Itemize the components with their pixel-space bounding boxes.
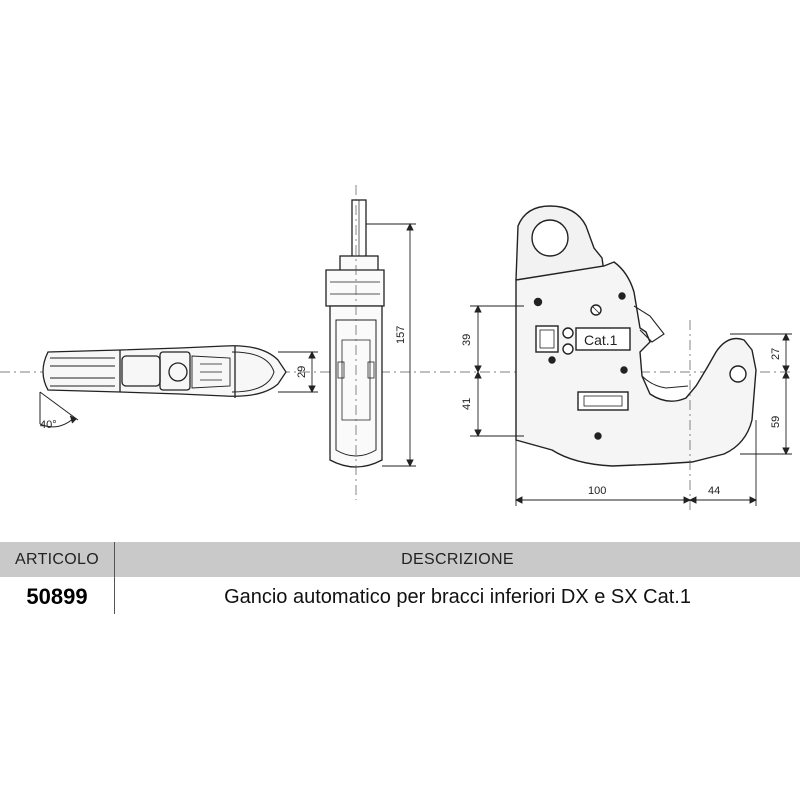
dim-59-label: 59 bbox=[770, 416, 782, 428]
dimension-100-44 bbox=[514, 420, 758, 506]
dimension-157 bbox=[366, 222, 416, 468]
dimension-29 bbox=[278, 350, 318, 394]
dim-29-label: 29 bbox=[296, 366, 308, 378]
header-descrizione: DESCRIZIONE bbox=[401, 550, 514, 568]
cat-plate-label: Cat.1 bbox=[584, 332, 618, 348]
column-divider bbox=[114, 542, 115, 614]
angle-dimension bbox=[39, 391, 79, 428]
dimension-39-41 bbox=[470, 304, 524, 438]
dim-41-label: 41 bbox=[461, 398, 473, 410]
table-header: ARTICOLO DESCRIZIONE bbox=[0, 542, 800, 577]
article-description: Gancio automatico per bracci inferiori D… bbox=[224, 585, 691, 608]
dim-44-label: 44 bbox=[708, 485, 720, 497]
side-view bbox=[325, 185, 385, 500]
header-articolo: ARTICOLO bbox=[15, 550, 99, 568]
dim-39-label: 39 bbox=[461, 334, 473, 346]
dim-27-label: 27 bbox=[770, 348, 782, 360]
top-view bbox=[42, 345, 287, 398]
technical-drawing: 40° 29 157 bbox=[0, 185, 792, 512]
front-view bbox=[515, 205, 757, 467]
angle-label: 40° bbox=[40, 419, 57, 431]
dimension-27-59 bbox=[730, 332, 792, 456]
dim-157-label: 157 bbox=[395, 326, 407, 344]
dim-100-label: 100 bbox=[588, 485, 606, 497]
article-code: 50899 bbox=[26, 584, 88, 609]
